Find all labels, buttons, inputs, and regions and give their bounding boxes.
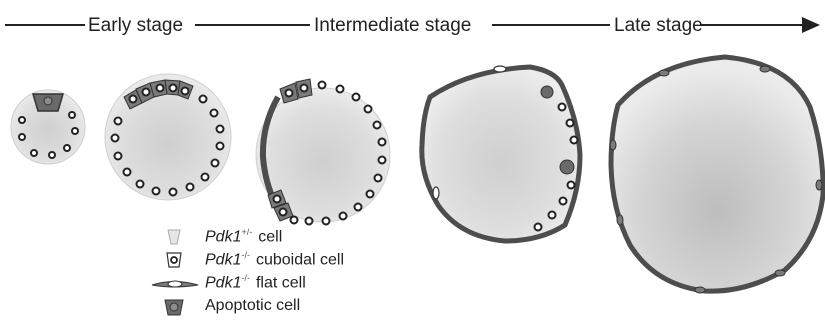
cyst-early-large (105, 74, 231, 200)
legend-item-flat-cell: Pdk1-/- flat cell (150, 272, 450, 294)
legend-item-apoptotic-cell: Apoptotic cell (150, 296, 450, 318)
legend-genotype: -/- (241, 250, 250, 260)
legend-gene: Pdk1 (205, 251, 241, 268)
cyst-late (610, 57, 823, 293)
legend-gene: Pdk1 (205, 228, 241, 245)
legend-item-cuboidal-cell: Pdk1-/- cuboidal cell (150, 249, 450, 271)
stage-timeline: Early stage Intermediate stage Late stag… (0, 0, 825, 50)
stage-label-early: Early stage (88, 15, 183, 36)
apoptotic-cell (541, 86, 553, 98)
apoptotic-cell (560, 160, 574, 174)
legend-label: cell (258, 228, 282, 245)
cyst-intermediate-2 (422, 66, 580, 241)
legend-genotype: +/- (241, 227, 252, 237)
stage-label-intermediate: Intermediate stage (314, 15, 471, 36)
cyst-intermediate-1 (256, 79, 390, 225)
legend-label: Apoptotic cell (205, 297, 300, 314)
flat-cell-nucleus (433, 187, 439, 199)
cyst-wall-late (611, 57, 823, 291)
legend-label: cuboidal cell (256, 251, 344, 268)
legend-text: Pdk1+/- cell (205, 227, 282, 246)
legend-item-pdk1-positive-cell: Pdk1+/- cell (150, 226, 450, 248)
legend-text: Apoptotic cell (205, 297, 300, 315)
legend-text: Pdk1-/- cuboidal cell (205, 250, 344, 269)
legend-gene: Pdk1 (205, 274, 241, 291)
cyst-early-small (11, 90, 85, 164)
flat-cell-nucleus (494, 66, 506, 72)
legend-label: flat cell (256, 274, 306, 291)
legend-genotype: -/- (241, 273, 250, 283)
legend-text: Pdk1-/- flat cell (205, 273, 306, 292)
legend: Pdk1+/-cell Pdk1-/-cuboidal cell Pdk1-/-… (150, 226, 450, 326)
stage-label-late: Late stage (614, 15, 703, 36)
